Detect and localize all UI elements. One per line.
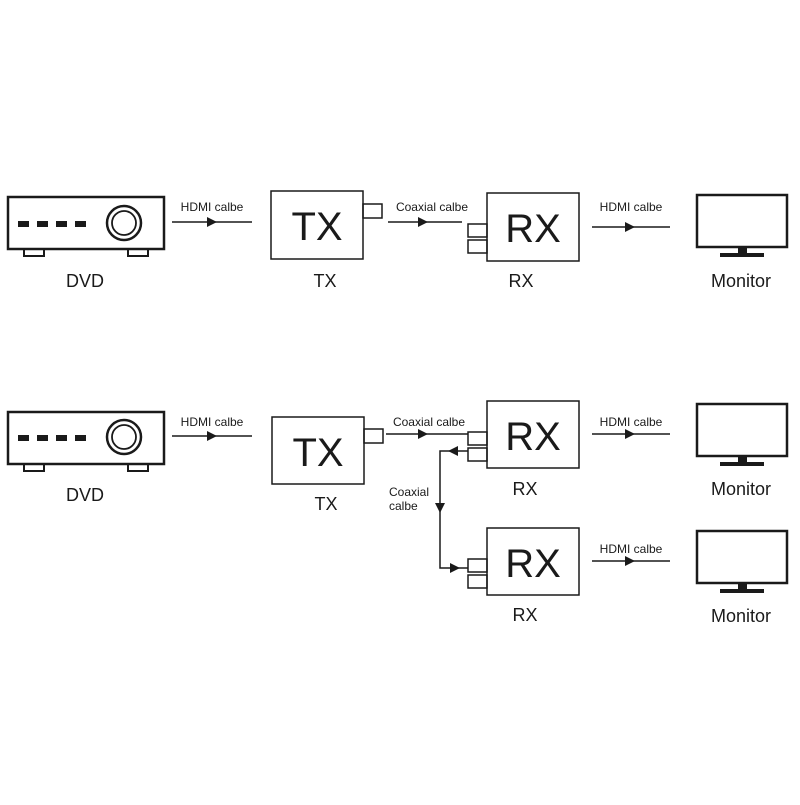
coaxial-cable-label: Coaxial calbe [396,200,468,214]
tx-transmitter: TX [271,416,384,485]
arrowhead-icon [450,563,460,573]
coaxial-loop-label-line2: calbe [389,499,418,513]
coaxial-cable-label: Coaxial calbe [393,415,465,429]
monitor-label: Monitor [711,479,771,499]
monitor-label: Monitor [711,271,771,291]
coaxial-loop-cable: Coaxial calbe [389,446,468,573]
coaxial-cable-link: Coaxial calbe [388,200,468,227]
rx-box-text: RX [505,207,561,251]
tx-box-text: TX [291,205,342,249]
arrowhead-icon [625,222,635,232]
coaxial-connector-icon [362,203,383,219]
coaxial-cable-link: Coaxial calbe [386,415,468,439]
scenario-single-receiver: DVD HDMI calbe TX TX Coaxial calbe RX RX [6,190,789,291]
monitor-label: Monitor [711,606,771,626]
rx-label: RX [512,479,537,499]
arrowhead-icon [625,556,635,566]
arrowhead-icon [625,429,635,439]
coaxial-connector-icon [363,428,384,444]
hdmi-cable-label: HDMI calbe [181,415,244,429]
coaxial-connector-icon [467,223,488,238]
coaxial-loop-label-line1: Coaxial [389,485,429,499]
arrowhead-icon [435,503,445,513]
coaxial-connector-icon [467,431,488,446]
arrowhead-icon [418,217,428,227]
hdmi-cable-label: HDMI calbe [181,200,244,214]
hdmi-cable-label: HDMI calbe [600,200,663,214]
coaxial-connector-icon [467,239,488,254]
rx-box-text: RX [505,542,561,586]
hdmi-cable-link: HDMI calbe [172,415,252,441]
coaxial-connector-icon [467,558,488,573]
hdmi-cable-label: HDMI calbe [600,415,663,429]
rx-label: RX [512,605,537,625]
hdmi-cable-link: HDMI calbe [592,415,670,439]
rx-receiver-top: RX [467,400,580,469]
monitor-icon [695,529,789,593]
hdmi-cable-label: HDMI calbe [600,542,663,556]
rx-label: RX [508,271,533,291]
hdmi-cable-link: HDMI calbe [172,200,252,227]
tx-transmitter: TX [270,190,383,260]
hdmi-cable-link: HDMI calbe [592,200,670,232]
dvd-label: DVD [66,271,104,291]
dvd-player-icon [6,410,166,472]
rx-receiver: RX [467,192,580,262]
tx-box-text: TX [292,431,343,475]
scenario-dual-receiver: DVD HDMI calbe TX TX Coaxial calbe RX RX [6,400,789,626]
rx-box-text: RX [505,415,561,459]
coaxial-connector-icon [467,574,488,589]
dvd-player-icon [6,195,166,257]
hdmi-cable-link: HDMI calbe [592,542,670,566]
arrowhead-icon [207,217,217,227]
arrowhead-icon [207,431,217,441]
coaxial-connector-icon [467,447,488,462]
arrowhead-icon [448,446,458,456]
rx-receiver-bottom: RX [467,527,580,596]
tx-label: TX [313,271,336,291]
monitor-icon [695,193,789,257]
tx-label: TX [314,494,337,514]
arrowhead-icon [418,429,428,439]
monitor-icon [695,402,789,466]
dvd-label: DVD [66,485,104,505]
